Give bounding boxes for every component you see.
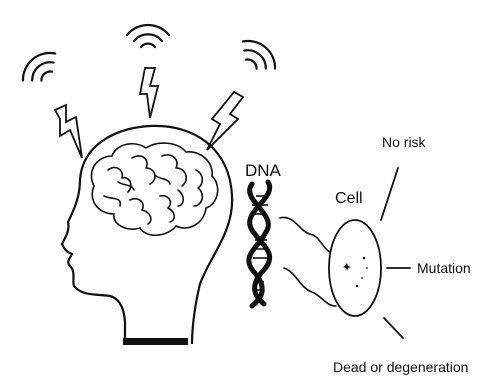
radio-wave-icon <box>235 34 281 78</box>
outcome-lines <box>381 168 410 338</box>
lightning-bolt-icon <box>55 105 82 158</box>
dna-label: DNA <box>245 161 282 180</box>
neck-base <box>123 338 188 345</box>
lightning-bolt-icon <box>207 92 243 150</box>
radio-wave-icon <box>127 25 169 47</box>
cell-label: Cell <box>335 190 363 207</box>
lightning-bolt-icon <box>140 68 158 118</box>
cell-icon <box>329 220 381 316</box>
outcome-mutation: Mutation <box>417 260 471 276</box>
dna-helix-icon <box>249 182 270 306</box>
radio-wave-icon <box>17 46 63 90</box>
dna-strand-wave <box>280 217 336 306</box>
brain-icon <box>91 143 217 235</box>
outcome-dead: Dead or degeneration <box>333 359 468 375</box>
outcome-no-risk: No risk <box>382 134 427 150</box>
